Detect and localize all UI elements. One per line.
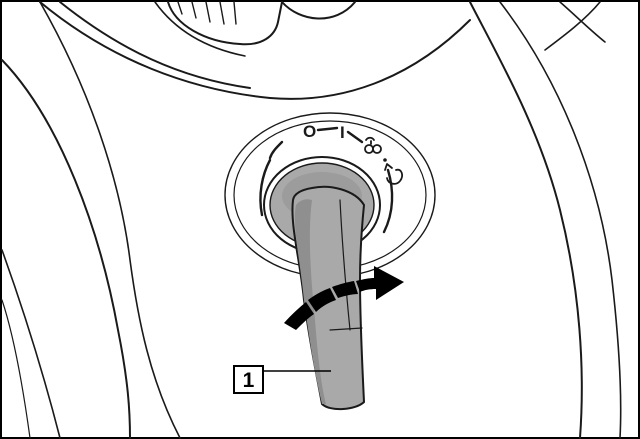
position-dot — [383, 158, 387, 162]
glow-plug-icon — [364, 136, 382, 154]
position-off-symbol: O — [303, 122, 316, 141]
position-on-symbol: I — [340, 123, 345, 142]
callout-box — [233, 365, 264, 394]
switch-position-scale: O I — [303, 122, 403, 185]
upper-knob — [167, 1, 356, 46]
callout-1: 1 — [233, 365, 331, 394]
callout-label: 1 — [243, 369, 255, 392]
rotation-arrow-icon — [284, 266, 404, 330]
engine-start-icon — [384, 163, 403, 185]
dashboard-contours — [1, 1, 622, 439]
